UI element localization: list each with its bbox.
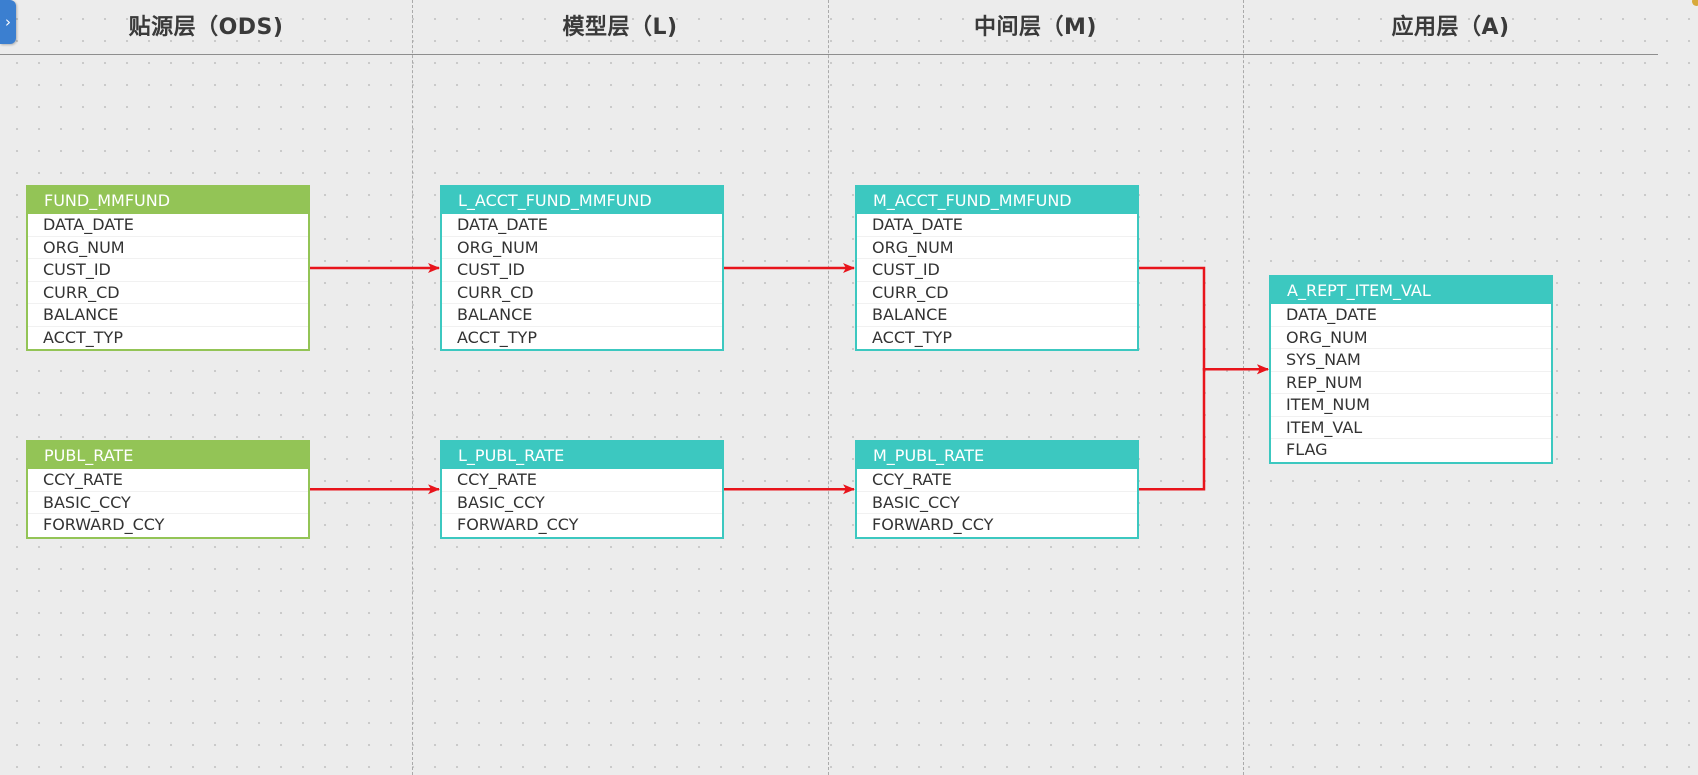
table-title[interactable]: L_PUBL_RATE xyxy=(442,442,722,469)
table-field[interactable]: CURR_CD xyxy=(442,282,722,304)
table-field[interactable]: DATA_DATE xyxy=(28,214,308,237)
table-field[interactable]: ORG_NUM xyxy=(442,237,722,259)
table-title[interactable]: L_ACCT_FUND_MMFUND xyxy=(442,187,722,214)
sidebar-toggle-button[interactable]: › xyxy=(0,0,16,44)
table-field[interactable]: REP_NUM xyxy=(1271,372,1551,394)
status-indicator xyxy=(1692,0,1698,6)
table-field[interactable]: ORG_NUM xyxy=(28,237,308,259)
lane-divider-2 xyxy=(828,0,829,775)
table-field[interactable]: CURR_CD xyxy=(857,282,1137,304)
table-field[interactable]: FORWARD_CCY xyxy=(43,515,165,534)
table-field[interactable]: ORG_NUM xyxy=(1271,327,1551,349)
table-field[interactable]: BALANCE xyxy=(28,304,308,327)
table-title[interactable]: M_PUBL_RATE xyxy=(857,442,1137,469)
table-field[interactable]: CUST_ID xyxy=(857,259,1137,282)
chevron-right-icon: › xyxy=(5,13,11,31)
link-m-publ-rate-to-a-rept-item-val[interactable] xyxy=(1139,364,1269,491)
table-field[interactable]: BALANCE xyxy=(442,304,722,327)
table-title[interactable]: FUND_MMFUND xyxy=(28,187,308,214)
table-field[interactable]: ACCT_TYP xyxy=(872,327,952,347)
lane-title-app: 应用层（A) xyxy=(1391,15,1510,40)
table-field[interactable]: CCY_RATE xyxy=(28,469,308,492)
table-field[interactable]: DATA_DATE xyxy=(442,214,722,237)
table-field[interactable]: FORWARD_CCY xyxy=(872,515,994,534)
table-field[interactable]: CUST_ID xyxy=(28,259,308,282)
table-field[interactable]: CCY_RATE xyxy=(857,469,1137,492)
table-field[interactable]: DATA_DATE xyxy=(857,214,1137,237)
table-field[interactable]: ITEM_VAL xyxy=(1271,417,1551,439)
table-title[interactable]: A_REPT_ITEM_VAL xyxy=(1271,277,1551,304)
table-field[interactable]: CURR_CD xyxy=(28,282,308,304)
table-field[interactable]: BALANCE xyxy=(857,304,1137,327)
lane-title-middle: 中间层（M) xyxy=(974,15,1097,40)
table-field[interactable]: SYS_NAM xyxy=(1271,349,1551,372)
table-field[interactable]: BASIC_CCY xyxy=(442,492,722,514)
table-title[interactable]: M_ACCT_FUND_MMFUND xyxy=(857,187,1137,214)
table-title[interactable]: PUBL_RATE xyxy=(28,442,308,469)
lane-title-ods: 贴源层（ODS) xyxy=(128,15,284,40)
table-field[interactable]: FORWARD_CCY xyxy=(457,515,579,534)
link-m-acct-fund-mmfund-to-a-rept-item-val[interactable] xyxy=(1139,266,1269,375)
table-field[interactable]: CCY_RATE xyxy=(442,469,722,492)
lane-divider-3 xyxy=(1243,0,1244,775)
table-field[interactable]: ORG_NUM xyxy=(857,237,1137,259)
table-field[interactable]: ACCT_TYP xyxy=(43,327,123,347)
table-field[interactable]: ACCT_TYP xyxy=(457,327,537,347)
lane-divider-1 xyxy=(412,0,413,775)
lane-title-model: 模型层（L) xyxy=(562,15,678,40)
table-field[interactable]: FLAG xyxy=(1286,440,1328,459)
table-field[interactable]: BASIC_CCY xyxy=(28,492,308,514)
table-field[interactable]: DATA_DATE xyxy=(1271,304,1551,327)
header-divider xyxy=(0,54,1658,55)
table-field[interactable]: BASIC_CCY xyxy=(857,492,1137,514)
table-field[interactable]: CUST_ID xyxy=(442,259,722,282)
table-field[interactable]: ITEM_NUM xyxy=(1271,394,1551,417)
